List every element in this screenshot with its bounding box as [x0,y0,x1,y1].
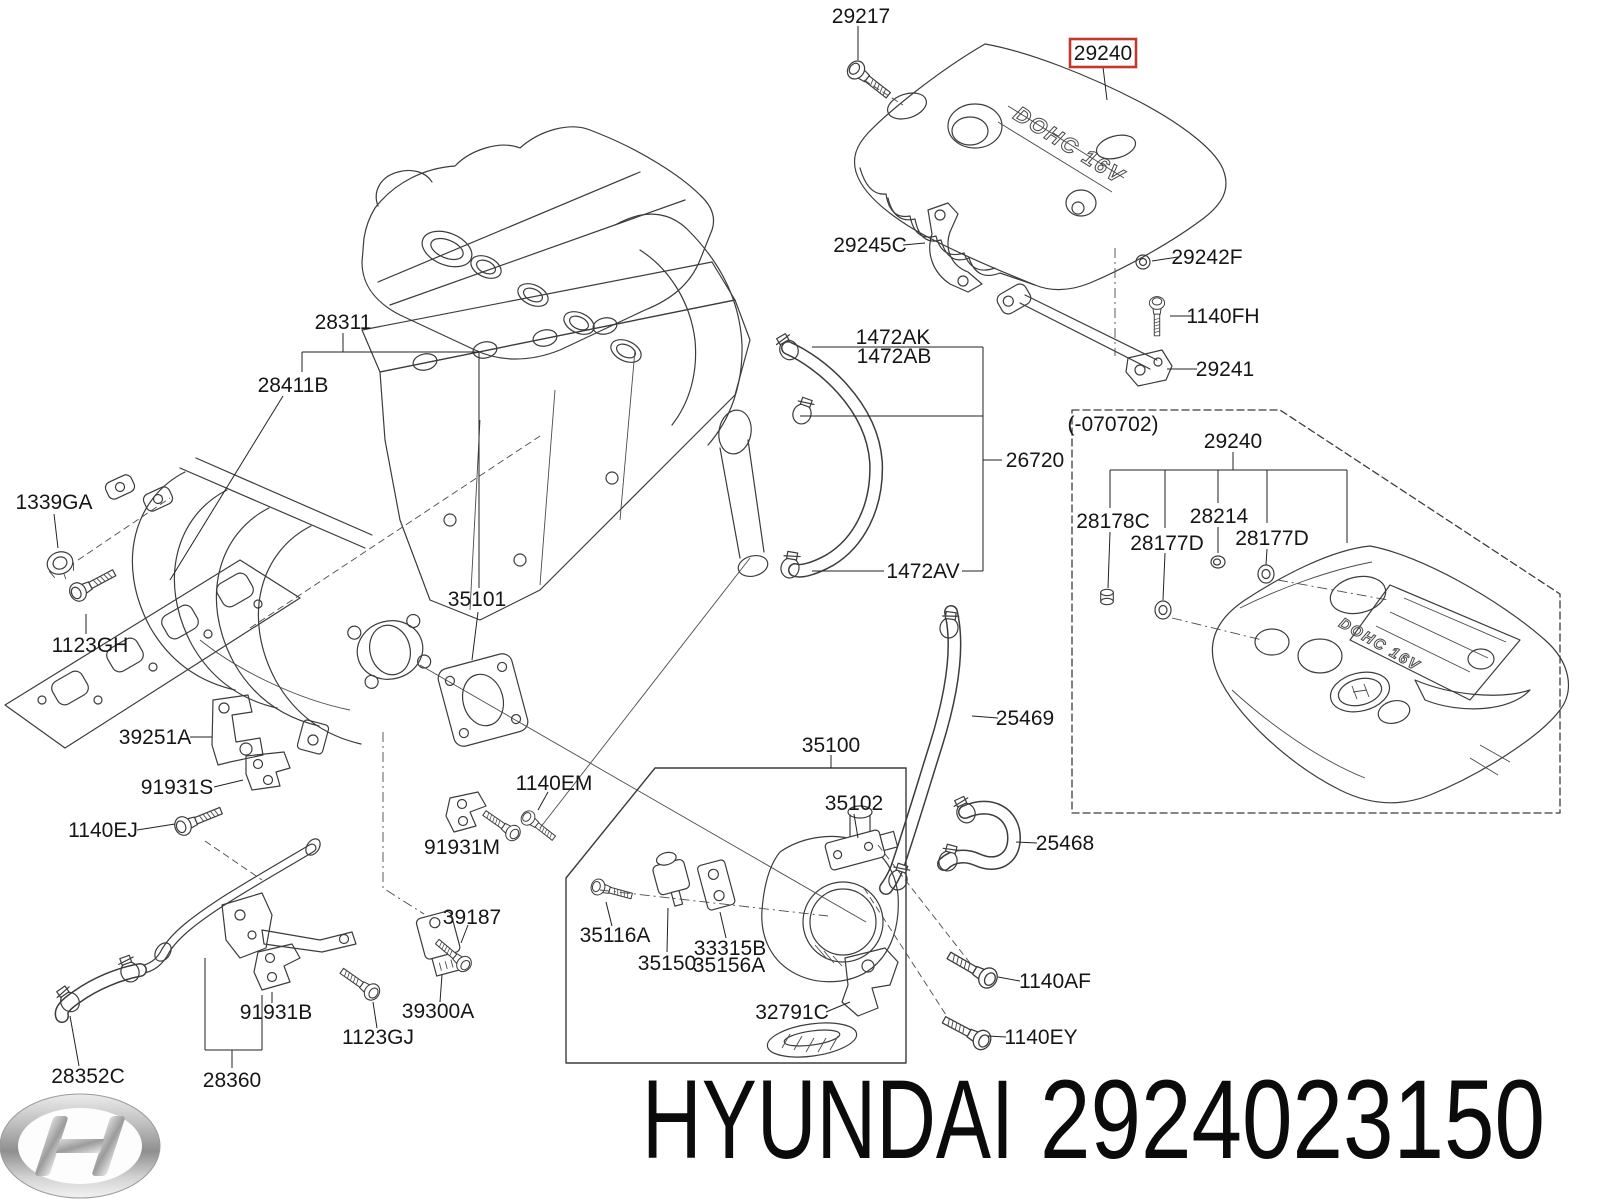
part-label-1140ej: 1140EJ [68,819,138,842]
nut-28214-drawing [1210,555,1226,569]
part-label-1472ab: 1472AB [857,345,932,368]
bolt-1123gh-drawing [65,563,120,605]
part-label-39187: 39187 [443,906,501,929]
part-label-29240-inset: 29240 [1204,430,1262,453]
part-label-28177d-left: 28177D [1130,532,1204,555]
grommet-29242f-drawing [1135,254,1151,270]
part-label-1472av: 1472AV [886,560,959,583]
part-label-28411b: 28411B [258,374,329,397]
part-label-1140fh: 1140FH [1186,305,1259,328]
bolt-1140ej-drawing [171,801,226,839]
part-label-28311: 28311 [315,311,372,334]
part-label-35150: 35150 [638,952,696,975]
bolt-1140ey-drawing [938,1010,995,1054]
part-labels: 29217 29240 29245C 29242F 1140FH 29241 1… [15,5,1308,1092]
part-label-28360: 28360 [203,1069,261,1092]
part-label-91931s: 91931S [141,776,213,799]
footer-brand-text: HYUNDAI [642,1057,1014,1182]
vapor-pipe-28360-drawing [135,838,321,975]
part-label-1140em: 1140EM [516,772,593,795]
inset-box: DOHC 16V [1071,409,1569,814]
part-label-35101: 35101 [448,588,506,611]
bolt-1123gj-drawing [336,963,384,1004]
part-label-35100: 35100 [802,734,860,757]
cover-stay-rod-drawing [996,283,1173,387]
part-label-1472ak: 1472AK [856,326,931,349]
part-label-91931b: 91931B [240,1001,312,1024]
footer-number-text: 2924023150 [1040,1057,1545,1182]
part-label-32791c: 32791C [755,1001,829,1024]
part-label-25468: 25468 [1036,832,1094,855]
washer-28177d-left-drawing [1154,600,1172,620]
cover-bracket-drawing [927,202,983,293]
inset-cover-logo [1329,671,1391,713]
part-label-26720: 26720 [1006,449,1064,472]
footer-part-number: HYUNDAI 2924023150 [642,1057,1545,1182]
hose-28352c-drawing [52,953,147,1023]
grommet-28178c-drawing [1100,588,1114,606]
part-label-29217: 29217 [832,5,890,28]
part-label-39300a: 39300A [402,1000,474,1023]
iac-gasket-33315b-drawing [697,859,736,911]
engine-assembly-drawing [361,126,769,621]
hyundai-logo [0,1093,161,1199]
throttle-body-box [565,767,907,1064]
part-label-1140af: 1140AF [1019,970,1091,993]
part-label-1339ga: 1339GA [15,491,92,514]
part-label-35116a: 35116A [580,924,651,947]
throttle-sensor-35102-drawing [824,829,899,871]
bracket-91931m-drawing [445,791,487,833]
bracket-28360-plate-drawing [221,892,357,959]
cover-badge-text: DOHC 16V [1009,101,1129,189]
part-label-25469: 25469 [996,707,1054,730]
part-label-35156a: 35156A [693,954,765,977]
inset-caption: (-070702) [1067,413,1158,436]
part-label-29242f: 29242F [1171,246,1242,269]
throttle-gasket-drawing [437,653,529,747]
bolt-1140em-drawing [517,807,560,845]
part-label-39251a: 39251A [119,726,191,749]
part-label-1123gj: 1123GJ [342,1026,414,1049]
bolt-29217-drawing [843,56,895,104]
part-label-1140ey: 1140EY [1004,1026,1077,1049]
part-label-28214: 28214 [1190,505,1249,528]
iac-valve-35150-drawing [652,851,691,907]
part-label-29241: 29241 [1196,358,1254,381]
bolt-1140af-drawing [943,945,1002,993]
highlight-box-29240 [1068,37,1138,69]
leader-lines [53,26,1197,1068]
hose-25468-drawing [936,794,1022,874]
part-label-35102: 35102 [825,792,883,815]
bolt-35116a-drawing [588,876,635,905]
bolt-1140fh-drawing [1148,296,1166,337]
inset-engine-cover-drawing: DOHC 16V [1211,545,1569,804]
part-label-28178c: 28178C [1076,510,1150,533]
pcv-hose-26720-drawing [772,331,884,581]
throttle-bracket-32791c-drawing [841,947,899,1017]
bracket-91931s-drawing [245,751,291,791]
part-label-28177d-right: 28177D [1235,527,1309,550]
hose-25469-drawing [879,605,962,895]
bracket-39251a-drawing [211,694,264,766]
manifold-gasket-drawing [4,559,301,749]
inset-cover-badge-text: DOHC 16V [1336,615,1423,675]
nut-1339ga-drawing [46,551,75,580]
bracket-91931b-drawing [253,943,301,991]
intake-manifold-drawing [104,457,432,755]
part-label-29240: 29240 [1074,42,1132,65]
part-label-28352c: 28352C [51,1065,125,1088]
engine-cover-drawing: DOHC 16V [853,43,1227,291]
washer-28177d-right-drawing [1257,564,1275,584]
part-label-91931m: 91931M [424,836,500,859]
part-label-1123gh: 1123GH [52,634,129,657]
throttle-body-drawing [652,805,899,1058]
part-label-29245c: 29245C [833,234,907,257]
part-label-33315b: 33315B [694,937,766,960]
